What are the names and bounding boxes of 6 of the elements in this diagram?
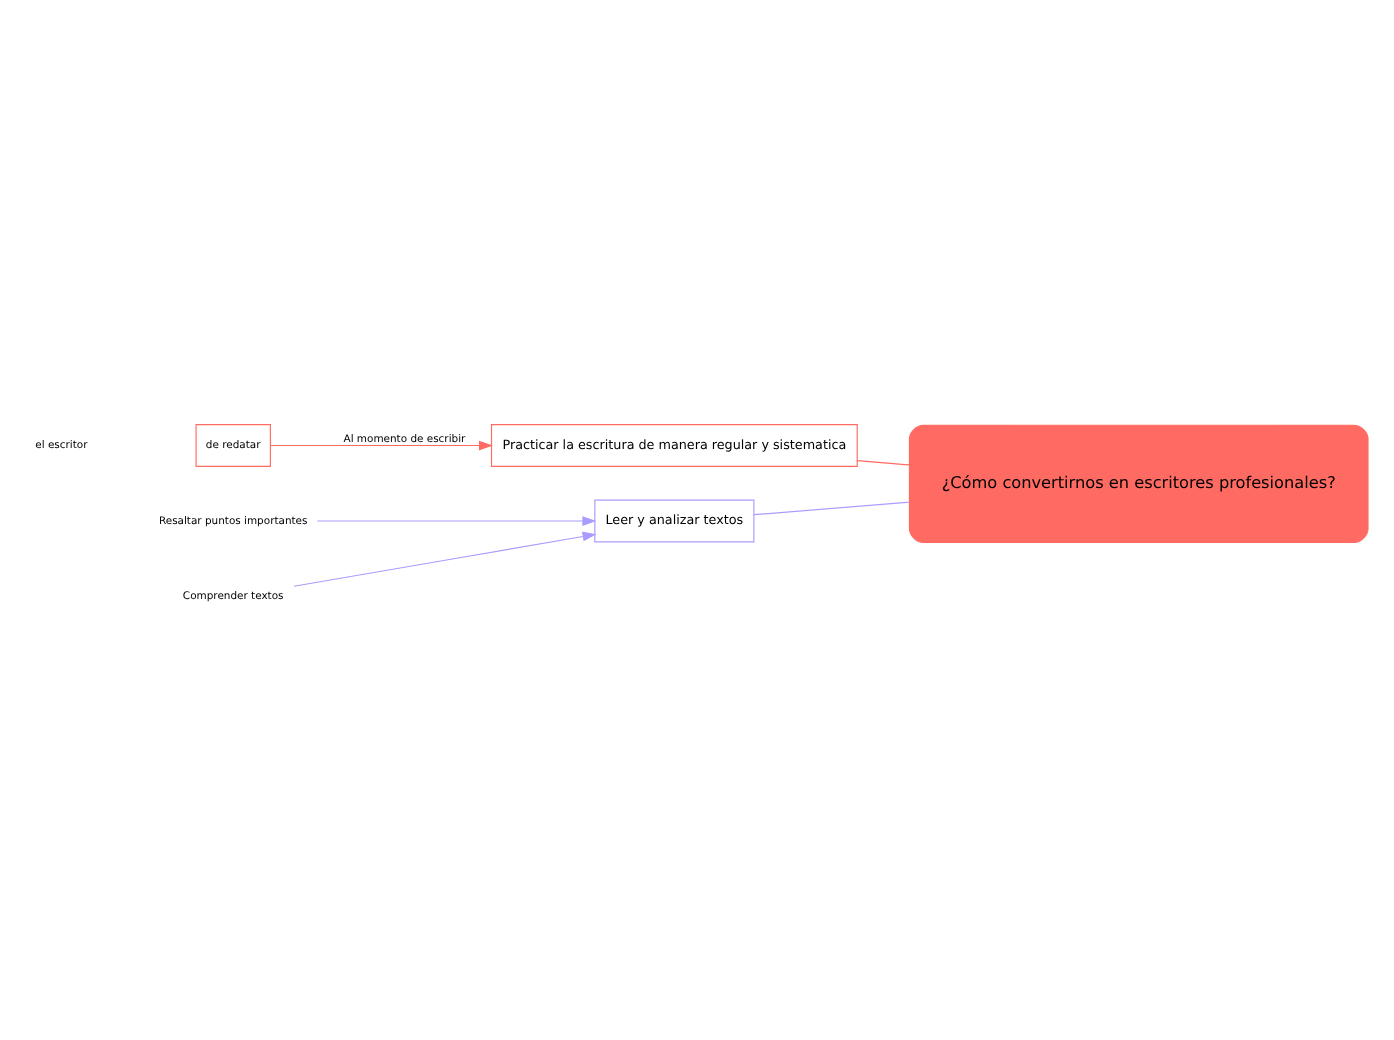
arrow xyxy=(316,515,597,525)
connector xyxy=(753,500,910,515)
arrow xyxy=(293,530,597,586)
arrow xyxy=(270,439,493,450)
connector xyxy=(856,459,910,465)
node-box: ¿Cómo convertirnos en escritores profesionales? xyxy=(908,423,1369,543)
